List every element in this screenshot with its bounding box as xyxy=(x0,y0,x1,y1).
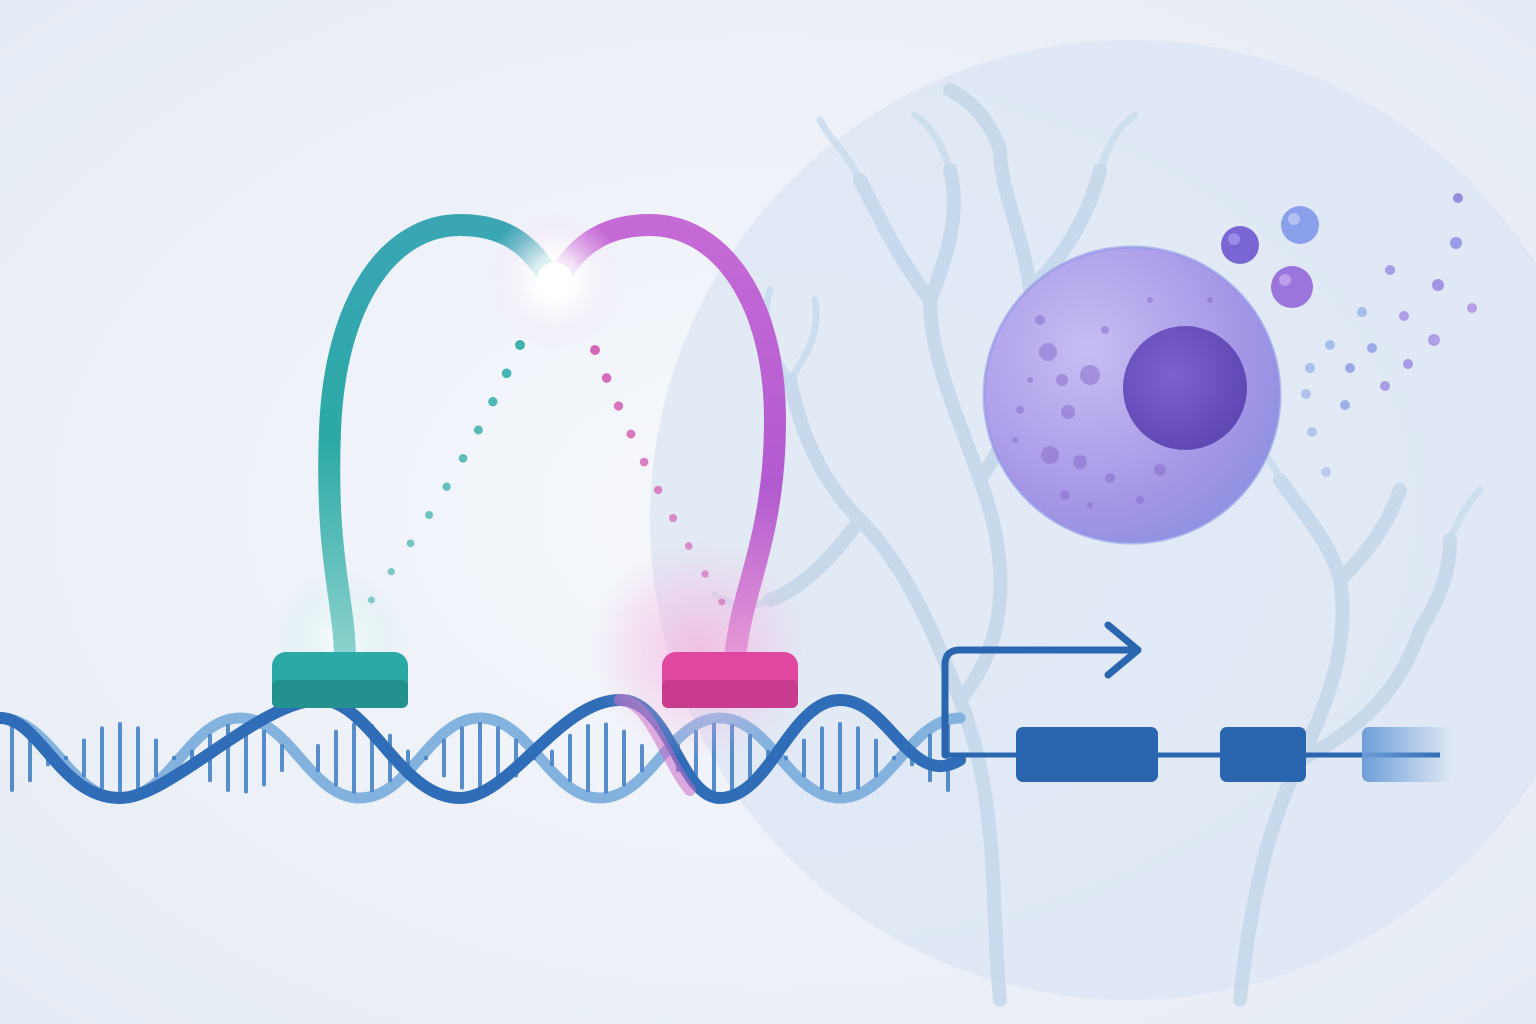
nucleus-icon xyxy=(1123,326,1247,450)
teal-dot xyxy=(473,425,483,435)
particle-dot xyxy=(1305,363,1315,373)
teal-dotted-path xyxy=(367,340,525,604)
particle-dot xyxy=(1453,193,1463,203)
cell-speckle xyxy=(1101,326,1109,334)
transcription-arrowhead xyxy=(1104,621,1142,679)
cell-speckle xyxy=(1027,377,1033,383)
cell-speckle xyxy=(1087,502,1093,508)
cell-speckle xyxy=(1056,374,1068,386)
dna-front-strand xyxy=(0,693,966,805)
particle-dot xyxy=(1307,427,1317,437)
promoter-anchor-icon xyxy=(662,652,798,708)
particle-dot xyxy=(1325,340,1335,350)
teal-dot xyxy=(406,539,415,548)
gene-exon-fading-icon xyxy=(1362,727,1452,782)
secreted-particles xyxy=(1301,193,1477,477)
cohesin-loop-teal-arm xyxy=(318,213,559,671)
cohesin-loop-magenta-arm xyxy=(549,213,787,671)
cell-speckle xyxy=(1073,455,1087,469)
magenta-dot xyxy=(669,514,678,522)
particle-dot xyxy=(1467,303,1477,313)
particle-dot xyxy=(1432,279,1444,291)
cell-speckle xyxy=(1136,496,1144,504)
promoter-glow xyxy=(590,540,810,760)
cell-speckle xyxy=(1035,315,1045,325)
cell-speckle xyxy=(1060,490,1070,500)
cell-speckle xyxy=(1016,406,1024,414)
teal-dot xyxy=(387,568,395,576)
magenta-dot xyxy=(613,401,624,411)
particle-dot xyxy=(1428,334,1440,346)
teal-dot xyxy=(442,482,451,491)
particle-dot xyxy=(1367,343,1377,353)
teal-dot xyxy=(515,340,525,350)
teal-dot xyxy=(367,596,375,604)
cell-speckle xyxy=(1080,365,1100,385)
magenta-dot xyxy=(701,570,709,578)
particle-dot xyxy=(1301,389,1311,399)
transcription-arrow-icon xyxy=(941,646,1134,759)
magenta-dot xyxy=(653,485,663,495)
teal-dot xyxy=(425,511,434,519)
gene-exon-icon xyxy=(1016,727,1158,782)
gene-exon-icon xyxy=(1220,727,1306,782)
particle-dot xyxy=(1321,467,1331,477)
particle-dot xyxy=(1380,381,1390,391)
teal-dot xyxy=(458,454,468,463)
cell-icon xyxy=(982,245,1282,545)
particle-dot xyxy=(1399,311,1409,321)
teal-dot xyxy=(488,397,498,407)
particle-dot xyxy=(1340,400,1350,410)
cell-speckle xyxy=(1041,446,1059,464)
cell-speckle xyxy=(1061,405,1075,419)
loop-junction-core xyxy=(537,262,573,298)
magenta-dotted-path xyxy=(590,345,726,606)
particle-dot xyxy=(1385,265,1395,275)
particle-dot xyxy=(1345,363,1355,373)
magenta-dot xyxy=(684,542,693,550)
neuron-tree-silhouette xyxy=(763,83,1457,1007)
vesicle-icon xyxy=(1221,206,1319,308)
magenta-dot xyxy=(718,598,726,606)
cell-speckle xyxy=(1207,297,1213,303)
cell-speckle xyxy=(1105,473,1115,483)
magenta-dot xyxy=(639,457,649,467)
cell-speckle xyxy=(1012,437,1018,443)
enhancer-anchor-icon xyxy=(272,652,408,708)
magenta-dot xyxy=(601,373,612,383)
cell-speckle xyxy=(1039,343,1057,361)
particle-dot xyxy=(1357,307,1367,317)
magenta-dot xyxy=(626,429,636,439)
magenta-dot xyxy=(590,345,600,355)
cell-speckle xyxy=(1154,464,1166,476)
particle-dot xyxy=(1450,237,1462,249)
teal-dot xyxy=(501,368,512,379)
cell-speckle xyxy=(1147,297,1153,303)
particle-dot xyxy=(1403,359,1413,369)
